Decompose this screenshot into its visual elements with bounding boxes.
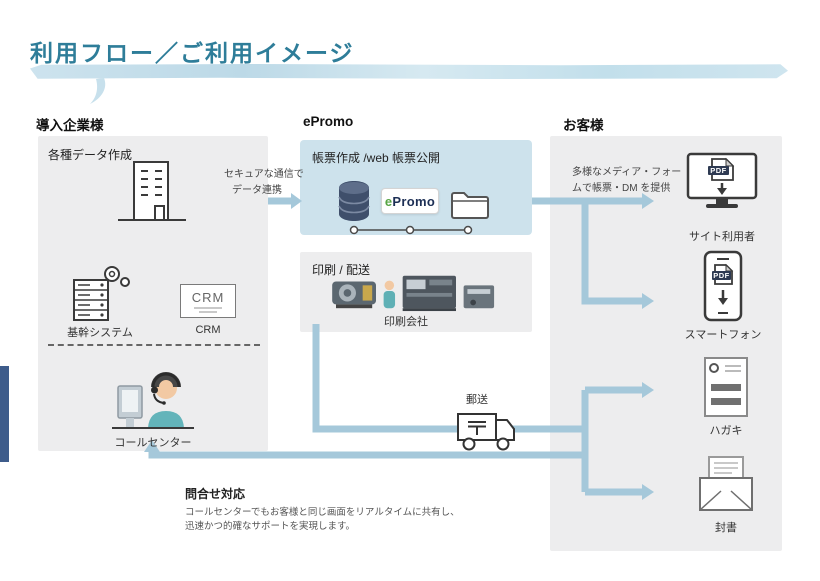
dashed-divider — [48, 344, 260, 346]
postcard-icon — [704, 357, 748, 417]
media-note: 多様なメディア・フォー ムで帳票・DM を提供 — [572, 165, 681, 197]
column-header-company: 導入企業様 — [36, 118, 104, 133]
pdf-label: PDF — [710, 166, 727, 175]
core-system-label: 基幹システム — [67, 327, 133, 339]
crm-screen-text: CRM — [191, 289, 225, 305]
office-building-icon — [118, 161, 186, 221]
brush-drip — [90, 78, 106, 104]
smartphone-label: スマートフォン — [684, 329, 762, 341]
call-center-label: コールセンター — [114, 437, 192, 449]
epromo-logo-e: e — [384, 193, 393, 209]
print-company-label: 印刷会社 — [384, 316, 428, 328]
mail-truck-icon — [457, 413, 515, 451]
network-line — [349, 225, 473, 235]
envelope-label: 封書 — [715, 522, 737, 534]
secure-note: セキュアな通信で データ連携 — [224, 167, 304, 199]
pdf-document-icon: PDF — [708, 157, 735, 195]
site-user-label: サイト利用者 — [689, 231, 755, 243]
page-title: 利用フロー／ご利用イメージ — [30, 40, 355, 66]
print-flow-line — [312, 324, 589, 492]
server-icon — [73, 266, 130, 321]
secure-note-line1: セキュアな通信で — [224, 169, 304, 180]
smartphone-flow-arrow — [581, 201, 654, 309]
form-creation-panel — [300, 140, 532, 235]
printing-press-icon — [332, 275, 495, 312]
inquiry-title: 問合せ対応 — [185, 487, 246, 501]
mail-label: 郵送 — [466, 394, 488, 406]
secure-note-line2: データ連携 — [232, 185, 282, 196]
media-note-line1: 多様なメディア・フォー — [572, 167, 682, 178]
column-header-customer: お客様 — [563, 118, 604, 133]
envelope-flow-arrow — [585, 484, 654, 500]
epromo-logo-promo: Promo — [392, 193, 436, 209]
data-creation-title: 各種データ作成 — [48, 148, 133, 162]
form-box-title: 帳票作成 /web 帳票公開 — [312, 151, 441, 165]
monitor-pdf-icon: PDF — [686, 152, 758, 208]
pdf-label: PDF — [713, 271, 730, 280]
crm-screen-icon: CRM — [180, 284, 236, 318]
brush-underline — [30, 64, 788, 79]
pdf-document-icon: PDF — [712, 263, 734, 305]
postcard-flow-arrow — [585, 382, 654, 398]
column-header-epromo: ePromo — [303, 114, 354, 129]
folder-icon — [451, 192, 489, 219]
inquiry-desc-line1: コールセンターでもお客様と同じ画面をリアルタイムに共有し、 — [185, 507, 460, 518]
inquiry-desc-line2: 迅速かつ的確なサポートを実現します。 — [185, 521, 356, 532]
inquiry-feedback-arrow — [144, 440, 585, 459]
postal-mark-icon — [468, 421, 486, 435]
media-note-line2: ムで帳票・DM を提供 — [572, 183, 671, 194]
edge-accent-bar — [0, 366, 9, 462]
postcard-label: ハガキ — [709, 425, 743, 437]
print-box-title: 印刷 / 配送 — [312, 263, 371, 277]
smartphone-pdf-icon: PDF — [703, 250, 743, 322]
envelope-icon — [699, 456, 753, 511]
secure-arrow — [268, 193, 302, 209]
crm-label: CRM — [195, 324, 221, 336]
database-icon — [338, 181, 370, 221]
call-center-icon — [112, 372, 194, 429]
